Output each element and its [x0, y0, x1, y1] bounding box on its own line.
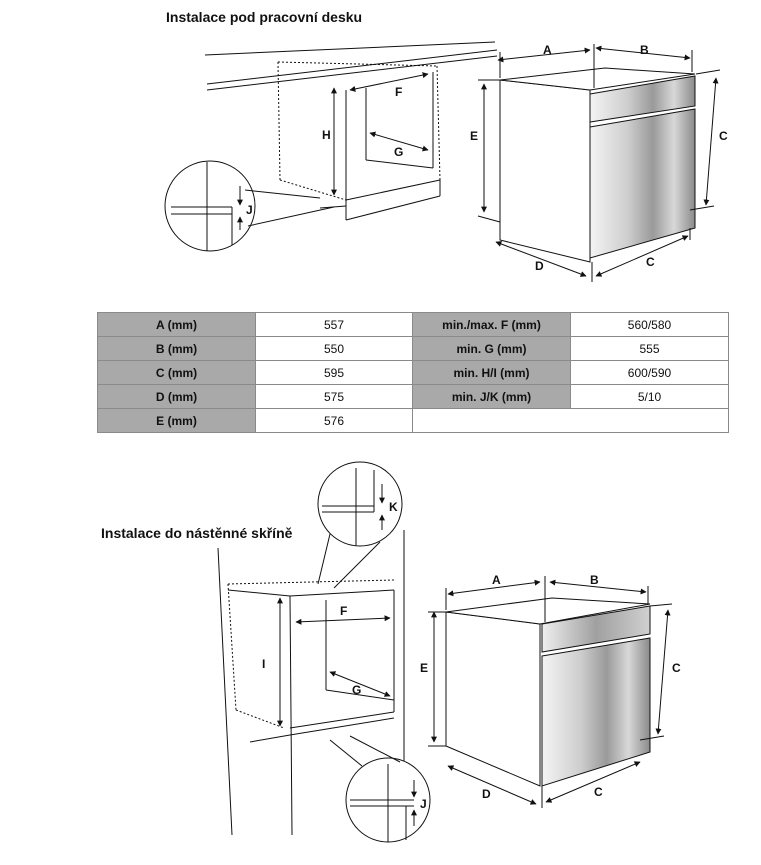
label-D-top: D [535, 259, 544, 273]
dim-label: C (mm) [97, 360, 256, 385]
table-row: D (mm) 575 min. J/K (mm) 5/10 [97, 384, 729, 409]
wall-cabinet-niche [217, 461, 431, 843]
dim-label: E (mm) [97, 408, 256, 433]
label-J-bottom: J [420, 797, 427, 811]
oven-bottom-drawing [428, 576, 673, 808]
dim-label: B (mm) [97, 336, 256, 361]
label-F-top: F [395, 85, 402, 99]
oven-top-drawing [477, 44, 721, 282]
label-E-bottom: E [420, 661, 428, 675]
label-J-top: J [246, 203, 253, 217]
dim-label: min./max. F (mm) [412, 312, 571, 337]
dim-label: D (mm) [97, 384, 256, 409]
dim-value: 5/10 [570, 384, 729, 409]
label-I: I [262, 657, 265, 671]
dim-value: 576 [255, 408, 413, 433]
dim-label: min. H/I (mm) [412, 360, 571, 385]
label-G-top: G [394, 145, 403, 159]
label-C-bottom-right: C [672, 661, 681, 675]
dim-value: 560/580 [570, 312, 729, 337]
table-row: A (mm) 557 min./max. F (mm) 560/580 [97, 312, 729, 337]
dim-value: 575 [255, 384, 413, 409]
title-wall-cabinet: Instalace do nástěnné skříně [101, 525, 293, 541]
dimensions-table: A (mm) 557 min./max. F (mm) 560/580 B (m… [97, 312, 729, 433]
under-counter-niche [164, 41, 498, 252]
label-C-top-right: C [719, 129, 728, 143]
dim-label: A (mm) [97, 312, 256, 337]
dim-value: 557 [255, 312, 413, 337]
label-F-bottom: F [340, 604, 347, 618]
table-row: C (mm) 595 min. H/I (mm) 600/590 [97, 360, 729, 385]
dim-value: 550 [255, 336, 413, 361]
dim-value: 595 [255, 360, 413, 385]
label-C-bottom-bottom: C [594, 785, 603, 799]
empty-cell [412, 408, 729, 433]
label-C-top-bottom: C [646, 255, 655, 269]
label-B-bottom: B [590, 573, 599, 587]
label-E-top: E [470, 129, 478, 143]
dim-value: 555 [570, 336, 729, 361]
dim-label: min. J/K (mm) [412, 384, 571, 409]
label-A-bottom: A [492, 573, 501, 587]
label-B-top: B [640, 43, 649, 57]
label-K: K [389, 500, 398, 514]
label-H: H [322, 128, 331, 142]
dim-label: min. G (mm) [412, 336, 571, 361]
label-G-bottom: G [352, 683, 361, 697]
dim-value: 600/590 [570, 360, 729, 385]
label-A-top: A [543, 43, 552, 57]
table-row: E (mm) 576 [97, 408, 729, 433]
title-under-counter: Instalace pod pracovní desku [166, 9, 363, 25]
table-row: B (mm) 550 min. G (mm) 555 [97, 336, 729, 361]
label-D-bottom: D [482, 787, 491, 801]
